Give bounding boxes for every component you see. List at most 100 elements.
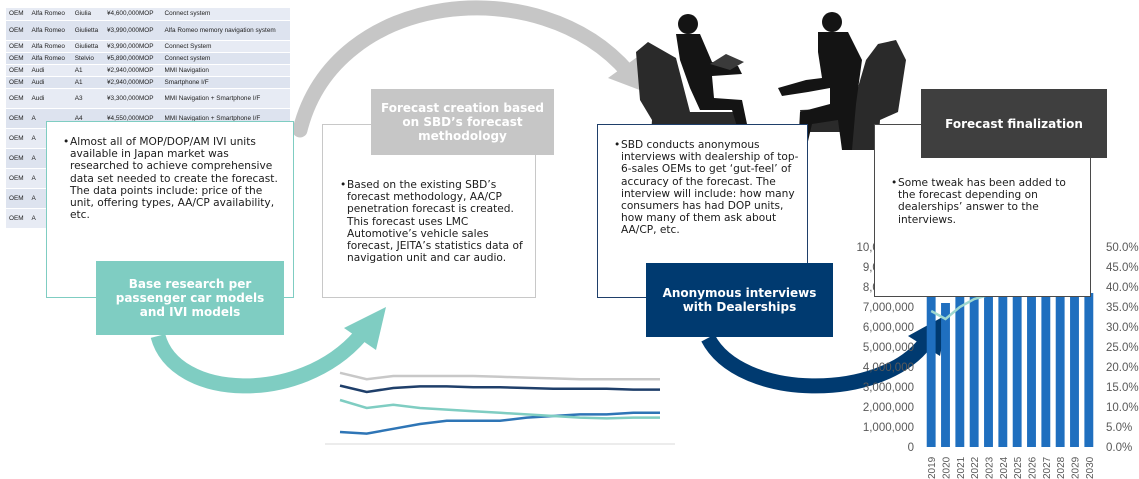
chart-y-right-tick: 25.0% <box>1106 342 1139 354</box>
table-cell-brand: Audi <box>28 64 72 77</box>
forecast-finalization-text: Some tweak has been added to the forecas… <box>891 177 1082 226</box>
table-cell-price: ¥3,990,000MOP <box>103 40 162 53</box>
table-cell-brand: Audi <box>28 88 72 109</box>
table-cell-type: OEM <box>6 108 29 129</box>
background-line-2 <box>339 411 660 435</box>
base-research-label: Base research per passenger car models a… <box>96 261 284 335</box>
table-cell-brand: Alfa Romeo <box>28 8 72 21</box>
table-cell-model: A3 <box>71 88 104 109</box>
table-cell-brand: Audi <box>28 76 72 89</box>
table-cell-type: OEM <box>6 208 29 229</box>
chart-x-tick: 2021 <box>956 456 967 479</box>
background-line-0 <box>339 371 660 381</box>
chart-bar <box>941 303 950 447</box>
forecast-creation-label: Forecast creation based on SBD’s forecas… <box>371 89 554 155</box>
chart-y-left-tick: 0 <box>908 442 914 454</box>
chart-y-axis-left: 01,000,0002,000,0003,000,0004,000,0005,0… <box>856 242 914 454</box>
table-cell-type: OEM <box>6 148 29 169</box>
table-cell-model: Stelvio <box>71 52 104 65</box>
chart-y-left-tick: 7,000,000 <box>863 302 914 314</box>
chart-x-tick: 2023 <box>985 456 996 479</box>
table-cell-type: OEM <box>6 76 29 89</box>
table-cell-system: Connect system <box>161 8 290 21</box>
chart-bar <box>1027 287 1036 447</box>
chart-y-right-tick: 45.0% <box>1106 262 1139 274</box>
table-cell-brand: Alfa Romeo <box>28 20 72 41</box>
chart-y-left-tick: 2,000,000 <box>863 402 914 414</box>
table-cell-system: Alfa Romeo memory navigation system <box>161 20 290 41</box>
connector-arrowhead-teal <box>344 307 386 350</box>
chart-y-right-tick: 35.0% <box>1106 302 1139 314</box>
chart-y-left-tick: 3,000,000 <box>863 382 914 394</box>
table-cell-type: OEM <box>6 40 29 53</box>
background-line-chart <box>325 371 675 445</box>
chart-bar <box>1055 291 1065 447</box>
chart-bar <box>984 281 993 447</box>
chart-bar <box>926 273 936 447</box>
connector-arc-grey <box>292 0 636 138</box>
chart-bar <box>1012 285 1022 447</box>
background-line-3 <box>339 398 660 420</box>
chart-x-tick: 2019 <box>927 456 938 479</box>
chart-x-tick: 2022 <box>970 456 981 479</box>
connector-arc-navy <box>701 334 931 394</box>
chart-y-left-tick: 6,000,000 <box>863 322 914 334</box>
chart-y-right-tick: 5.0% <box>1106 422 1132 434</box>
chart-x-tick: 2024 <box>999 456 1010 479</box>
chart-x-tick: 2029 <box>1071 456 1082 479</box>
connector-arc-teal <box>150 330 366 394</box>
table-cell-type: OEM <box>6 64 29 77</box>
table-cell-type: OEM <box>6 128 29 149</box>
table-cell-price: ¥3,990,000MOP <box>103 20 162 41</box>
chart-x-tick: 2020 <box>942 456 953 479</box>
table-cell-price: ¥2,940,000MOP <box>103 76 162 89</box>
chart-x-tick: 2028 <box>1056 456 1067 479</box>
chart-y-right-tick: 20.0% <box>1106 362 1139 374</box>
table-cell-price: ¥2,940,000MOP <box>103 64 162 77</box>
forecast-creation-text: Based on the existing SBD’s forecast met… <box>340 179 527 264</box>
table-cell-price: ¥4,600,000MOP <box>103 8 162 21</box>
base-research-text: Almost all of MOP/DOP/AM IVI units avail… <box>63 136 283 221</box>
table-cell-model: Giulietta <box>71 20 104 41</box>
chart-y-left-tick: 1,000,000 <box>863 422 914 434</box>
table-cell-model: A1 <box>71 76 104 89</box>
table-cell-price: ¥3,300,000MOP <box>103 88 162 109</box>
table-cell-model: Giulietta <box>71 40 104 53</box>
chart-bar <box>969 281 979 447</box>
chart-x-tick: 2030 <box>1085 456 1096 479</box>
chart-x-tick: 2027 <box>1042 456 1053 479</box>
chart-y-right-tick: 40.0% <box>1106 282 1139 294</box>
table-cell-system: Connect system <box>161 52 290 65</box>
table-cell-brand: Alfa Romeo <box>28 52 72 65</box>
chart-y-left-tick: 5,000,000 <box>863 342 914 354</box>
table-cell-model: Giulia <box>71 8 104 21</box>
table-cell-type: OEM <box>6 88 29 109</box>
forecast-finalization-label: Forecast finalization <box>921 89 1107 158</box>
chart-bar <box>998 283 1008 447</box>
table-cell-system: Connect System <box>161 40 290 53</box>
chart-x-tick: 2025 <box>1013 456 1024 479</box>
chart-y-axis-right: 0.0%5.0%10.0%15.0%20.0%25.0%30.0%35.0%40… <box>1106 242 1139 454</box>
chart-bar <box>1084 293 1094 447</box>
chart-x-tick: 2026 <box>1028 456 1039 479</box>
chart-bar <box>955 285 965 447</box>
table-cell-type: OEM <box>6 52 29 65</box>
background-line-1 <box>339 384 660 394</box>
chart-bar <box>1070 293 1079 447</box>
chart-bar <box>1041 289 1051 447</box>
table-cell-model: A1 <box>71 64 104 77</box>
chart-y-right-tick: 50.0% <box>1106 242 1139 254</box>
business-meeting-silhouette-icon <box>636 12 906 150</box>
connector-arrowhead-grey <box>608 55 645 92</box>
table-cell-brand: Alfa Romeo <box>28 40 72 53</box>
table-cell-system: MMI Navigation + Smartphone I/F <box>161 88 290 109</box>
